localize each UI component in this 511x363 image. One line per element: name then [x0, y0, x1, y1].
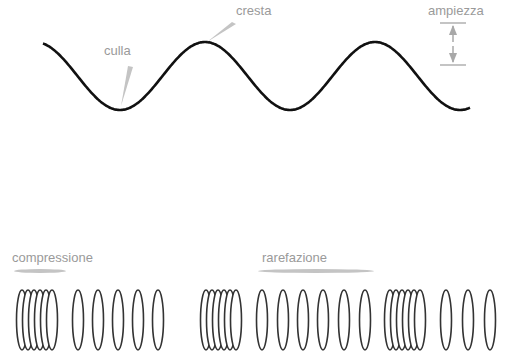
spring-coils	[17, 290, 496, 350]
coil-ring	[485, 290, 496, 350]
coil-ring	[73, 290, 84, 350]
coil-ring	[415, 290, 426, 350]
coil-ring	[339, 290, 350, 350]
compression-label: compressione	[12, 251, 93, 265]
coil-ring	[231, 290, 242, 350]
coil-ring	[298, 290, 309, 350]
trough-leader	[121, 66, 133, 106]
sine-wave	[43, 42, 470, 110]
coil-ring	[360, 290, 371, 350]
coil-ring	[318, 290, 329, 350]
amplitude-bracket	[440, 23, 466, 65]
coil-ring	[47, 290, 58, 350]
coil-ring	[278, 290, 289, 350]
coil-ring	[113, 290, 124, 350]
coil-ring	[257, 290, 268, 350]
coil-ring	[463, 290, 474, 350]
rarefaction-underline	[258, 269, 374, 273]
compression-underline	[14, 269, 66, 273]
amplitude-label: ampiezza	[428, 4, 484, 18]
crest-leader	[207, 22, 236, 42]
coil-ring	[93, 290, 104, 350]
coil-ring	[441, 290, 452, 350]
crest-label: cresta	[236, 4, 271, 18]
rarefaction-label: rarefazione	[262, 251, 327, 265]
trough-label: culla	[104, 44, 131, 58]
coil-ring	[153, 290, 164, 350]
wave-line	[43, 42, 470, 110]
coil-ring	[133, 290, 144, 350]
